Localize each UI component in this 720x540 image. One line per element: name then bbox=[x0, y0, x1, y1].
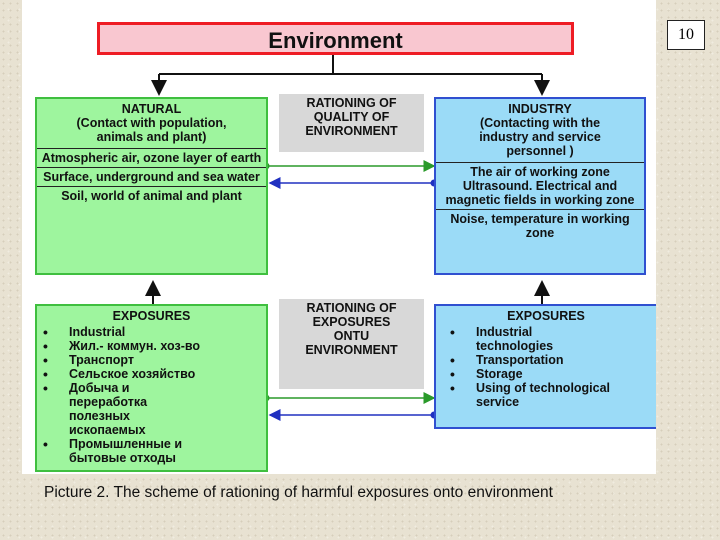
divider bbox=[37, 148, 266, 149]
exposures-right-title: EXPOSURES bbox=[507, 309, 585, 323]
list-item: Storage bbox=[450, 367, 656, 381]
rationing-quality-line: QUALITY OF bbox=[313, 110, 390, 124]
industry-item-noise: Noise, temperature in working zone bbox=[450, 212, 630, 240]
divider bbox=[37, 186, 266, 187]
rationing-exposures-line: EXPOSURES bbox=[312, 315, 391, 329]
industry-box: INDUSTRY (Contacting with the industry a… bbox=[434, 97, 646, 275]
list-item: Добыча и переработка полезных ископаемых bbox=[43, 381, 266, 437]
natural-box: NATURAL (Contact with population, animal… bbox=[35, 97, 268, 275]
exposures-right-box: EXPOSURES Industrial technologies Transp… bbox=[434, 304, 656, 429]
list-item: Transportation bbox=[450, 353, 656, 367]
list-item: Industrial bbox=[43, 325, 266, 339]
industry-item-air: The air of working zone bbox=[470, 165, 610, 179]
natural-title-line: (Contact with population, bbox=[76, 116, 227, 130]
natural-item-air: Atmospheric air, ozone layer of earth bbox=[41, 151, 262, 165]
rationing-quality-line: RATIONING OF bbox=[306, 96, 397, 110]
industry-item-fields: Ultrasound. Electrical and magnetic fiel… bbox=[445, 179, 635, 207]
list-item: Промышленные и бытовые отходы bbox=[43, 437, 266, 465]
environment-title: Environment bbox=[268, 28, 403, 53]
rationing-exposures-box: RATIONING OF EXPOSURES ONTU ENVIRONMENT bbox=[279, 299, 424, 389]
rationing-exposures-line: ONTU bbox=[333, 329, 370, 343]
list-item: Сельское хозяйство bbox=[43, 367, 266, 381]
exposures-left-box: EXPOSURES Industrial Жил.- коммун. хоз-в… bbox=[35, 304, 268, 472]
list-item: Жил.- коммун. хоз-во bbox=[43, 339, 266, 353]
environment-title-box: Environment bbox=[97, 22, 574, 55]
natural-item-soil: Soil, world of animal and plant bbox=[61, 189, 242, 203]
rationing-exposures-line: RATIONING OF bbox=[306, 301, 397, 315]
natural-title-line: NATURAL bbox=[121, 102, 182, 116]
figure-caption: Picture 2. The scheme of rationing of ha… bbox=[44, 484, 553, 501]
list-item: Industrial technologies bbox=[450, 325, 656, 353]
exposures-right-list: Industrial technologies Transportation S… bbox=[436, 325, 656, 409]
slide-number: 10 bbox=[667, 20, 705, 50]
natural-title: NATURAL (Contact with population, animal… bbox=[37, 99, 266, 146]
list-item: Транспорт bbox=[43, 353, 266, 367]
industry-title-line: industry and service bbox=[479, 130, 601, 144]
industry-title-line: INDUSTRY bbox=[508, 102, 572, 116]
divider bbox=[436, 209, 644, 210]
natural-title-line: animals and plant) bbox=[96, 130, 207, 144]
industry-title: INDUSTRY (Contacting with the industry a… bbox=[436, 99, 644, 160]
industry-title-line: (Contacting with the bbox=[479, 116, 601, 130]
exposures-left-title: EXPOSURES bbox=[112, 309, 191, 323]
divider bbox=[436, 162, 644, 163]
list-item: Using of technological service bbox=[450, 381, 656, 409]
rationing-quality-box: RATIONING OF QUALITY OF ENVIRONMENT bbox=[279, 94, 424, 152]
rationing-quality-line: ENVIRONMENT bbox=[305, 124, 398, 138]
natural-item-water: Surface, underground and sea water bbox=[43, 170, 260, 184]
industry-title-line: personnel ) bbox=[506, 144, 574, 158]
exposures-left-list: Industrial Жил.- коммун. хоз-во Транспор… bbox=[37, 325, 266, 465]
rationing-exposures-line: ENVIRONMENT bbox=[305, 343, 398, 357]
divider bbox=[37, 167, 266, 168]
